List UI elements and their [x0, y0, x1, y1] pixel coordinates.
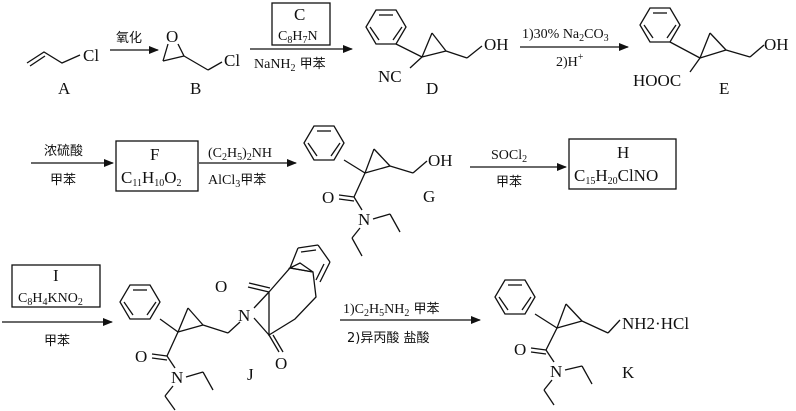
reaction-arrow-3: 1)30% Na2CO3 2)H+: [520, 27, 629, 70]
compound-label-d: D: [426, 79, 438, 98]
atom-amine-hcl: NH2·HCl: [622, 314, 689, 333]
reagent-acid-hcl: 2)异丙酸 盐酸: [347, 331, 429, 346]
compound-a: Cl A: [26, 46, 99, 98]
reaction-arrow-1: 氧化: [110, 31, 159, 54]
formula-h: C15H20ClNO: [574, 166, 658, 187]
compound-label-j: J: [247, 365, 254, 384]
reagent-diethylamine: (C2H5)2NH: [208, 146, 272, 163]
compound-label-h: H: [617, 143, 629, 162]
atom-o: O: [166, 27, 178, 46]
reagent-alcl3-toluene: AlCl3甲苯: [208, 173, 266, 190]
atom-nc: NC: [378, 67, 402, 86]
compound-label-a: A: [58, 79, 71, 98]
reaction-arrow-7: I C8H4KNO2 甲苯: [2, 264, 113, 349]
compound-d: OH NC D: [365, 9, 509, 98]
reagent-toluene: 甲苯: [44, 334, 70, 349]
atom-o: O: [322, 188, 334, 207]
compound-label-f: F: [150, 145, 159, 164]
atom-o: O: [135, 347, 147, 366]
compound-label-g: G: [423, 187, 435, 206]
formula-c: C8H7N: [278, 29, 318, 46]
compound-e: OH HOOC E: [633, 7, 789, 98]
reaction-arrow-5: (C2H5)2NH AlCl3甲苯: [199, 146, 297, 190]
compound-j: N O O O N J: [119, 244, 331, 411]
compound-k: NH2·HCl O N K: [494, 279, 689, 406]
atom-oh: OH: [484, 35, 509, 54]
compound-label-k: K: [622, 363, 635, 382]
compound-label-c: C: [294, 5, 305, 24]
reagent-oxidation: 氧化: [116, 31, 142, 46]
reagent-na2co3: 1)30% Na2CO3: [522, 27, 609, 44]
compound-label-i: I: [53, 266, 59, 285]
compound-box-c: [271, 2, 331, 46]
reagent-toluene: 甲苯: [50, 173, 76, 188]
reaction-arrow-4: 浓硫酸 甲苯: [31, 144, 114, 188]
compound-box-i: [11, 264, 101, 308]
atom-oh: OH: [428, 151, 453, 170]
reaction-arrow-6: SOCl2 甲苯: [470, 148, 567, 190]
formula-i: C8H4KNO2: [18, 291, 83, 308]
reagent-conc-sulfuric-acid: 浓硫酸: [44, 144, 83, 159]
atom-n: N: [550, 362, 562, 381]
reagent-toluene: 甲苯: [496, 175, 522, 190]
reagent-acid: 2)H+: [556, 52, 584, 70]
atom-n: N: [358, 210, 370, 229]
compound-box-h: H C15H20ClNO: [568, 138, 677, 190]
atom-cl: Cl: [83, 46, 99, 65]
atom-o: O: [275, 354, 287, 373]
compound-g: OH O N G: [303, 125, 453, 257]
reagent-socl2: SOCl2: [491, 148, 527, 165]
compound-box-f: F C11H10O2: [115, 140, 199, 192]
atom-o: O: [215, 277, 227, 296]
atom-cl: Cl: [224, 51, 240, 70]
atom-n: N: [238, 306, 250, 325]
reagent-nanh2-toluene: NaNH2 甲苯: [254, 57, 326, 74]
compound-b: O Cl B: [162, 27, 240, 98]
reaction-arrow-8: 1)C2H5NH2 甲苯 2)异丙酸 盐酸: [340, 302, 481, 346]
formula-f: C11H10O2: [121, 168, 182, 189]
atom-n: N: [171, 368, 183, 387]
reaction-arrow-2: C C8H7N NaNH2 甲苯: [250, 2, 353, 74]
atom-hooc: HOOC: [633, 71, 681, 90]
compound-label-b: B: [190, 79, 201, 98]
reagent-ethylamine-toluene: 1)C2H5NH2 甲苯: [343, 302, 440, 319]
compound-label-e: E: [719, 79, 729, 98]
atom-o: O: [514, 340, 526, 359]
atom-oh: OH: [764, 35, 789, 54]
